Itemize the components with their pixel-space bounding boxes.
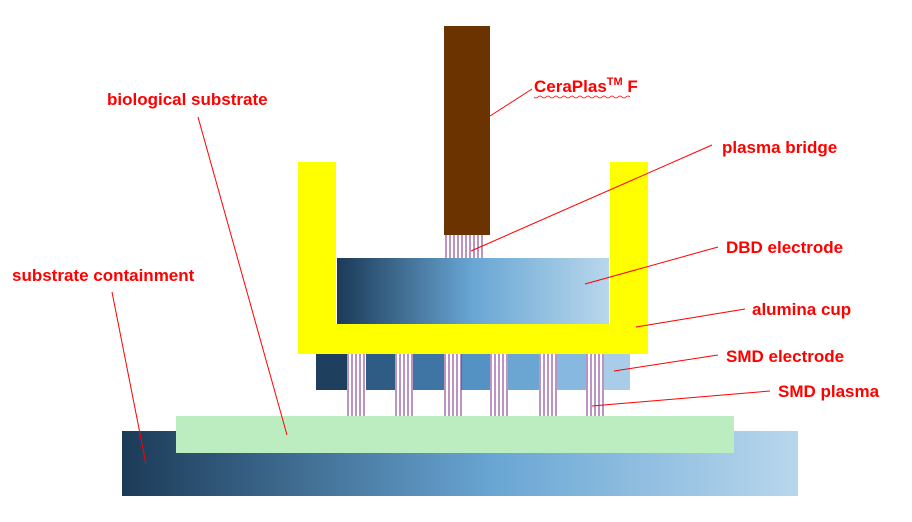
label-smd-plasma: SMD plasma (778, 382, 880, 401)
smd-segment (316, 350, 347, 390)
label-alumina-cup: alumina cup (752, 300, 851, 319)
smd-segment (461, 350, 490, 390)
label-ceraplas-main: CeraPlas (534, 77, 607, 96)
label-plasma-bridge: plasma bridge (722, 138, 837, 157)
smd-plasma-filaments (347, 350, 604, 416)
label-ceraplas-suffix: F (623, 77, 638, 96)
spellcheck-squiggle (533, 95, 631, 99)
leader-smd-electrode (613, 354, 719, 372)
label-smd-electrode: SMD electrode (726, 347, 844, 366)
plasma-bridge-filaments (445, 235, 483, 258)
leader-smd-plasma (591, 390, 771, 407)
leader-lines (111, 88, 771, 465)
dbd-electrode-block (337, 258, 609, 324)
leader-plasma-bridge (470, 144, 713, 252)
alumina-cup (298, 162, 648, 354)
ceraplas-device (444, 26, 490, 235)
leader-substrate-containment (111, 291, 147, 465)
leader-ceraplas (489, 88, 533, 117)
smd-segment (557, 350, 586, 390)
smd-electrode-segments (316, 350, 630, 390)
label-ceraplas: CeraPlasTM F (534, 76, 638, 96)
leader-biological-substrate (197, 116, 288, 436)
leader-alumina-cup (635, 308, 746, 328)
label-dbd-electrode: DBD electrode (726, 238, 843, 257)
smd-segment (604, 350, 630, 390)
label-ceraplas-tm: TM (607, 76, 623, 88)
smd-segment (366, 350, 395, 390)
smd-segment (413, 350, 444, 390)
smd-segment (508, 350, 539, 390)
leader-dbd-electrode (584, 246, 719, 285)
biological-substrate-layer (176, 416, 734, 453)
label-substrate-containment: substrate containment (12, 266, 195, 285)
label-biological-substrate: biological substrate (107, 90, 268, 109)
